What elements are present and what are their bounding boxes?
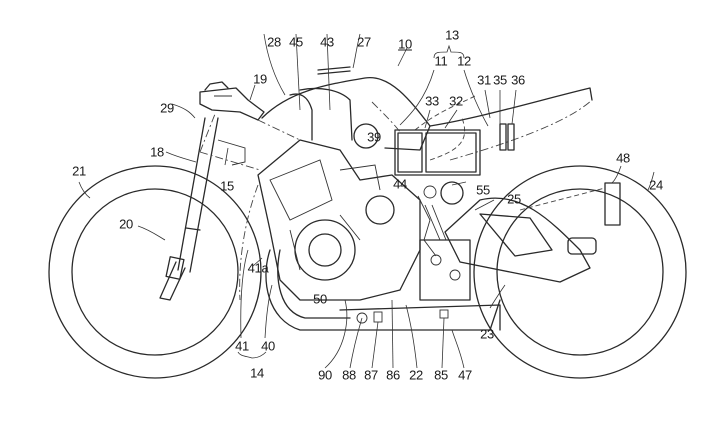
ref-label-19: 19 xyxy=(253,71,267,87)
air-box xyxy=(394,123,515,176)
ref-label-29: 29 xyxy=(160,100,174,116)
ref-label-10: 10 xyxy=(398,36,412,52)
fuel-tank xyxy=(261,66,431,151)
ref-label-55: 55 xyxy=(476,182,490,198)
ref-label-11: 11 xyxy=(434,53,448,69)
ref-label-50: 50 xyxy=(313,291,327,307)
ref-label-33: 33 xyxy=(425,93,439,109)
ref-label-31: 31 xyxy=(477,72,491,88)
ref-label-44: 44 xyxy=(393,176,407,192)
ref-label-45: 45 xyxy=(289,34,303,50)
ref-label-13: 13 xyxy=(445,27,459,43)
ref-label-32: 32 xyxy=(449,93,463,109)
ref-label-18: 18 xyxy=(150,144,164,160)
ref-label-21: 21 xyxy=(72,163,86,179)
exhaust xyxy=(265,249,501,331)
engine xyxy=(257,123,464,301)
seat-tail xyxy=(414,87,593,161)
ref-label-39: 39 xyxy=(367,129,381,145)
swingarm xyxy=(419,197,591,301)
ref-label-86: 86 xyxy=(386,367,400,383)
ref-label-40: 40 xyxy=(261,338,275,354)
ref-label-35: 35 xyxy=(493,72,507,88)
ref-label-15: 15 xyxy=(220,178,234,194)
ref-label-90: 90 xyxy=(318,367,332,383)
rear-wheel xyxy=(473,165,687,379)
ref-label-36: 36 xyxy=(511,72,525,88)
ref-label-48: 48 xyxy=(616,150,630,166)
ref-label-20: 20 xyxy=(119,216,133,232)
ref-label-85: 85 xyxy=(434,367,448,383)
ref-label-12: 12 xyxy=(457,53,471,69)
ref-label-23: 23 xyxy=(480,326,494,342)
ref-label-41: 41 xyxy=(235,338,249,354)
front-wheel xyxy=(48,165,262,379)
ref-label-47: 47 xyxy=(458,367,472,383)
ref-label-87: 87 xyxy=(364,367,378,383)
ref-label-41a: 41a xyxy=(247,260,269,276)
ref-label-24: 24 xyxy=(649,177,663,193)
ref-label-27: 27 xyxy=(357,34,371,50)
ref-label-43: 43 xyxy=(320,34,334,50)
ref-label-14: 14 xyxy=(250,365,264,381)
leader-lines xyxy=(78,33,655,369)
ref-label-28: 28 xyxy=(267,34,281,50)
rear-fender xyxy=(519,182,621,255)
ref-label-88: 88 xyxy=(342,367,356,383)
front-fork xyxy=(159,117,219,301)
ref-label-25: 25 xyxy=(507,191,521,207)
ref-label-22: 22 xyxy=(409,367,423,383)
